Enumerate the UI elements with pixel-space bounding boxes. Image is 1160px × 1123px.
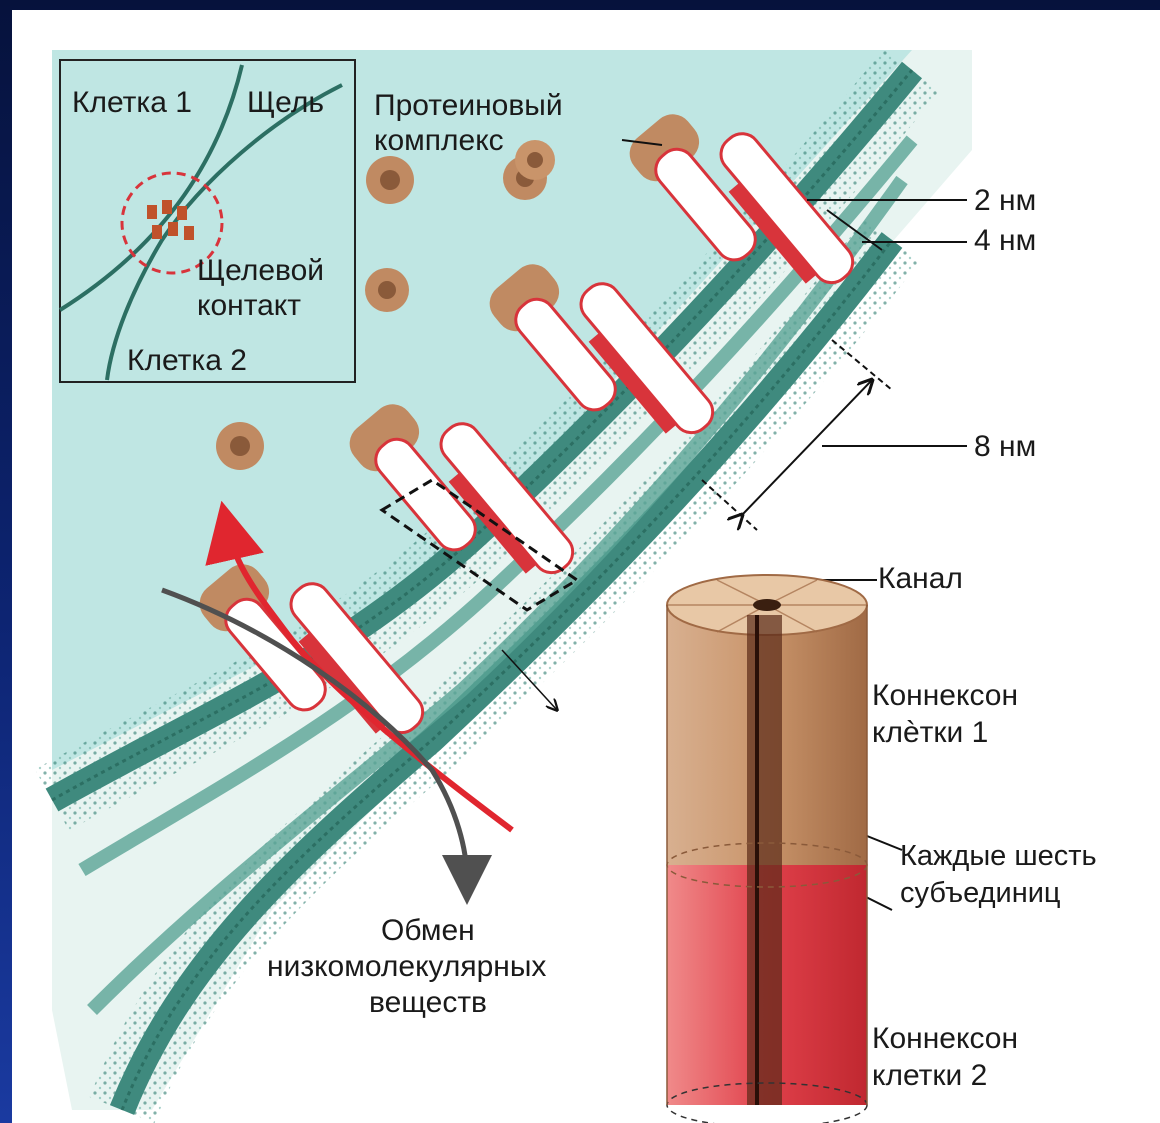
label-cell1: Клетка 1 [72, 86, 192, 119]
label-gap: Щель [247, 86, 324, 119]
label-junction-2: контакт [197, 289, 301, 322]
connexon-disc-3 [515, 140, 555, 180]
label-connexon1-2: клѐтки 1 [872, 716, 988, 749]
label-4nm: 4 нм [974, 224, 1036, 257]
label-connexon1-1: Коннексон [872, 679, 1018, 712]
label-exchange-1: Обмен [381, 914, 475, 947]
label-cell2: Клетка 2 [127, 344, 247, 377]
label-protein-1: Протеиновый [374, 89, 563, 122]
label-8nm: 8 нм [974, 430, 1036, 463]
label-exchange-3: веществ [369, 986, 487, 1019]
label-protein-2: комплекс [374, 124, 504, 157]
label-connexon2-1: Коннексон [872, 1022, 1018, 1055]
label-six-subunits-2: субъединиц [900, 877, 1061, 909]
label-connexon2-2: клетки 2 [872, 1059, 987, 1092]
gap-junction-diagram: Клетка 1 Щель Щелевой контакт Клетка 2 П… [12, 10, 1160, 1123]
label-2nm: 2 нм [974, 184, 1036, 217]
connexon-disc-5 [216, 422, 264, 470]
label-junction-1: Щелевой [197, 254, 324, 287]
diagram-canvas: Клетка 1 Щель Щелевой контакт Клетка 2 П… [12, 10, 1160, 1123]
label-exchange-2: низкомолекулярных [267, 950, 546, 983]
connexon-disc-4 [365, 268, 409, 312]
label-channel: Канал [878, 562, 963, 595]
connexon-disc-1 [366, 156, 414, 204]
label-six-subunits-1: Каждые шесть [900, 840, 1097, 872]
connexon-cylinder [667, 575, 867, 1123]
